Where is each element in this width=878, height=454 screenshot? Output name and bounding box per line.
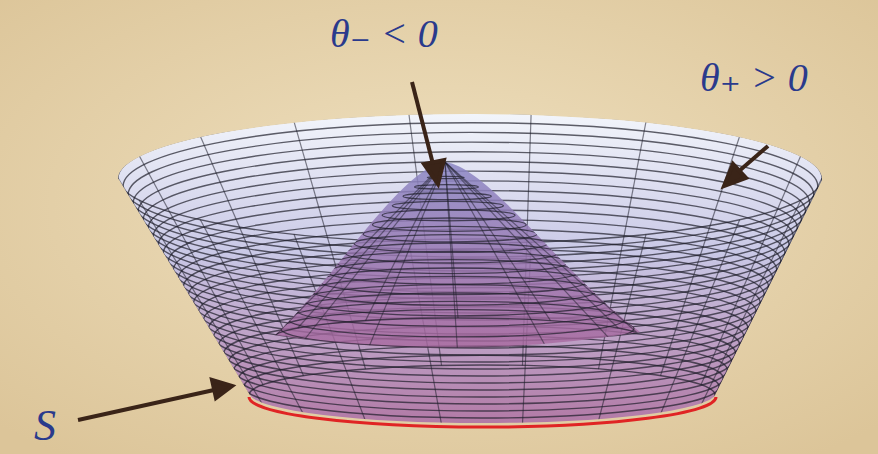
mesh-line: [701, 156, 801, 385]
mesh-line: [366, 162, 446, 355]
mesh-line: [445, 162, 458, 318]
mesh-line: [660, 220, 739, 415]
mesh-line: [298, 162, 445, 348]
theta-plus-label: θ₊ > 0: [700, 58, 808, 98]
surface-label: S: [34, 404, 56, 448]
mesh-line: [249, 365, 715, 425]
mesh-line: [273, 318, 643, 358]
mesh-line: [139, 156, 263, 385]
mesh-line: [366, 162, 446, 321]
mesh-line: [298, 162, 445, 328]
mesh-line: [715, 178, 822, 395]
pointer-arrows: [78, 82, 768, 420]
surface-S-rim: [249, 397, 716, 427]
mesh-line: [445, 162, 551, 321]
mesh-line: [118, 178, 249, 395]
mesh-line: [701, 200, 801, 405]
mesh-line: [273, 162, 445, 338]
mesh-line: [200, 220, 303, 415]
mesh-line: [445, 162, 618, 328]
bowl-surface: [118, 114, 822, 423]
mesh-line: [200, 136, 303, 375]
theta-minus-label: θ₋ < 0: [330, 14, 438, 54]
mesh-line: [445, 162, 458, 358]
mesh-line: [445, 162, 551, 355]
mesh-line: [445, 162, 643, 338]
central-bump: [275, 162, 640, 348]
mesh-line: [139, 200, 263, 405]
